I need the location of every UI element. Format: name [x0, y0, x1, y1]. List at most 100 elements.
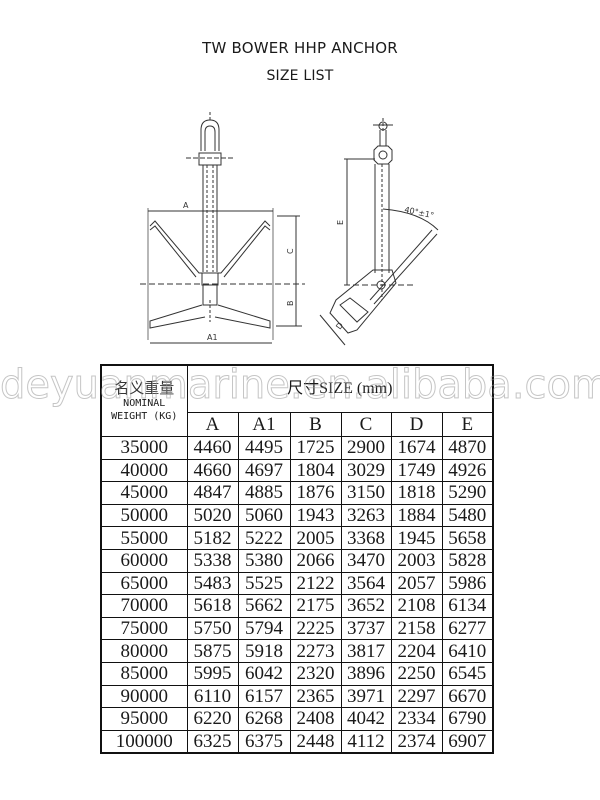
size-cell-c: 3896: [340, 661, 392, 686]
size-cell-b: 2408: [289, 707, 342, 731]
column-header-a1: A1: [237, 411, 291, 438]
size-cell-e: 5658: [441, 526, 494, 550]
size-cell-e: 6790: [441, 707, 494, 731]
size-cell-a: 4660: [186, 458, 239, 483]
weight-cell: 65000: [100, 571, 188, 596]
size-cell-b: 2320: [289, 661, 342, 686]
size-cell-c: 3263: [340, 503, 392, 528]
weight-cell: 80000: [100, 639, 188, 663]
size-cell-e: 6907: [441, 729, 494, 754]
size-cell-a1: 6268: [237, 707, 291, 731]
size-cell-a: 5875: [186, 639, 239, 663]
side-view-drawing: [319, 118, 439, 346]
dimension-label-b: B: [286, 301, 295, 307]
size-cell-a1: 5060: [237, 503, 291, 528]
size-header: 尺寸SIZE (mm): [186, 364, 494, 413]
weight-header-en2: WEIGHT (KG): [111, 411, 178, 422]
dimension-label-e: E: [336, 220, 345, 225]
column-header-a: A: [186, 411, 239, 438]
dimension-label-a: A: [183, 201, 189, 210]
size-cell-a: 5618: [186, 594, 239, 618]
size-cell-c: 3971: [340, 684, 392, 709]
size-cell-b: 1943: [289, 503, 342, 528]
size-cell-e: 5480: [441, 503, 494, 528]
size-cell-e: 6134: [441, 594, 494, 618]
table-header-row-1: 名义重量 NOMINAL WEIGHT (KG) 尺寸SIZE (mm): [100, 364, 494, 437]
weight-cell: 40000: [100, 458, 188, 483]
weight-cell: 85000: [100, 661, 188, 686]
size-cell-d: 2003: [390, 548, 443, 573]
size-cell-a1: 4495: [237, 436, 291, 460]
size-cell-d: 2334: [390, 707, 443, 731]
size-cell-b: 2273: [289, 639, 342, 663]
size-cell-d: 2057: [390, 571, 443, 596]
front-view-drawing: [140, 112, 305, 344]
size-cell-d: 1818: [390, 481, 443, 505]
size-cell-b: 2365: [289, 684, 342, 709]
size-cell-a: 5338: [186, 548, 239, 573]
size-cell-d: 2374: [390, 729, 443, 754]
size-cell-a1: 5662: [237, 594, 291, 618]
size-cell-e: 6277: [441, 616, 494, 641]
size-cell-c: 3652: [340, 594, 392, 618]
size-cell-c: 2900: [340, 436, 392, 460]
size-cell-d: 1674: [390, 436, 443, 460]
size-cell-a1: 6375: [237, 729, 291, 754]
dimension-label-c: C: [286, 248, 295, 254]
size-cell-a: 6325: [186, 729, 239, 754]
size-cell-a: 6110: [186, 684, 239, 709]
weight-header-en1: NOMINAL: [123, 398, 166, 409]
size-table: 名义重量 NOMINAL WEIGHT (KG) 尺寸SIZE (mm) A A…: [100, 364, 495, 755]
size-cell-e: 6410: [441, 639, 494, 663]
size-cell-b: 2225: [289, 616, 342, 641]
size-cell-a1: 4885: [237, 481, 291, 505]
weight-cell: 35000: [100, 436, 188, 460]
size-cell-e: 5986: [441, 571, 494, 596]
size-cell-a1: 6157: [237, 684, 291, 709]
size-cell-e: 6545: [441, 661, 494, 686]
column-header-d: D: [390, 411, 443, 438]
size-cell-c: 4112: [340, 729, 392, 754]
dimension-label-d: D: [334, 321, 345, 331]
size-cell-c: 3470: [340, 548, 392, 573]
dimension-label-a1: A1: [207, 333, 218, 342]
size-cell-b: 2122: [289, 571, 342, 596]
size-cell-d: 1749: [390, 458, 443, 483]
size-cell-b: 1804: [289, 458, 342, 483]
weight-cell: 95000: [100, 707, 188, 731]
weight-cell: 50000: [100, 503, 188, 528]
size-cell-a1: 5794: [237, 616, 291, 641]
weight-cell: 70000: [100, 594, 188, 618]
column-header-b: B: [289, 411, 342, 438]
size-cell-b: 1876: [289, 481, 342, 505]
size-cell-a: 5020: [186, 503, 239, 528]
size-cell-b: 2175: [289, 594, 342, 618]
size-cell-b: 2448: [289, 729, 342, 754]
size-cell-b: 2066: [289, 548, 342, 573]
size-cell-e: 4926: [441, 458, 494, 483]
anchor-diagram: A A1 C B E D 40°±1°: [140, 112, 439, 346]
size-cell-b: 2005: [289, 526, 342, 550]
weight-cell: 90000: [100, 684, 188, 709]
size-cell-a1: 5525: [237, 571, 291, 596]
size-cell-a: 6220: [186, 707, 239, 731]
size-cell-d: 2204: [390, 639, 443, 663]
size-cell-c: 3150: [340, 481, 392, 505]
size-cell-e: 5290: [441, 481, 494, 505]
weight-cell: 75000: [100, 616, 188, 641]
size-cell-c: 3737: [340, 616, 392, 641]
table-header-row-2: A A1 B C D E: [101, 411, 494, 438]
size-cell-a: 5750: [186, 616, 239, 641]
size-cell-e: 5828: [441, 548, 494, 573]
